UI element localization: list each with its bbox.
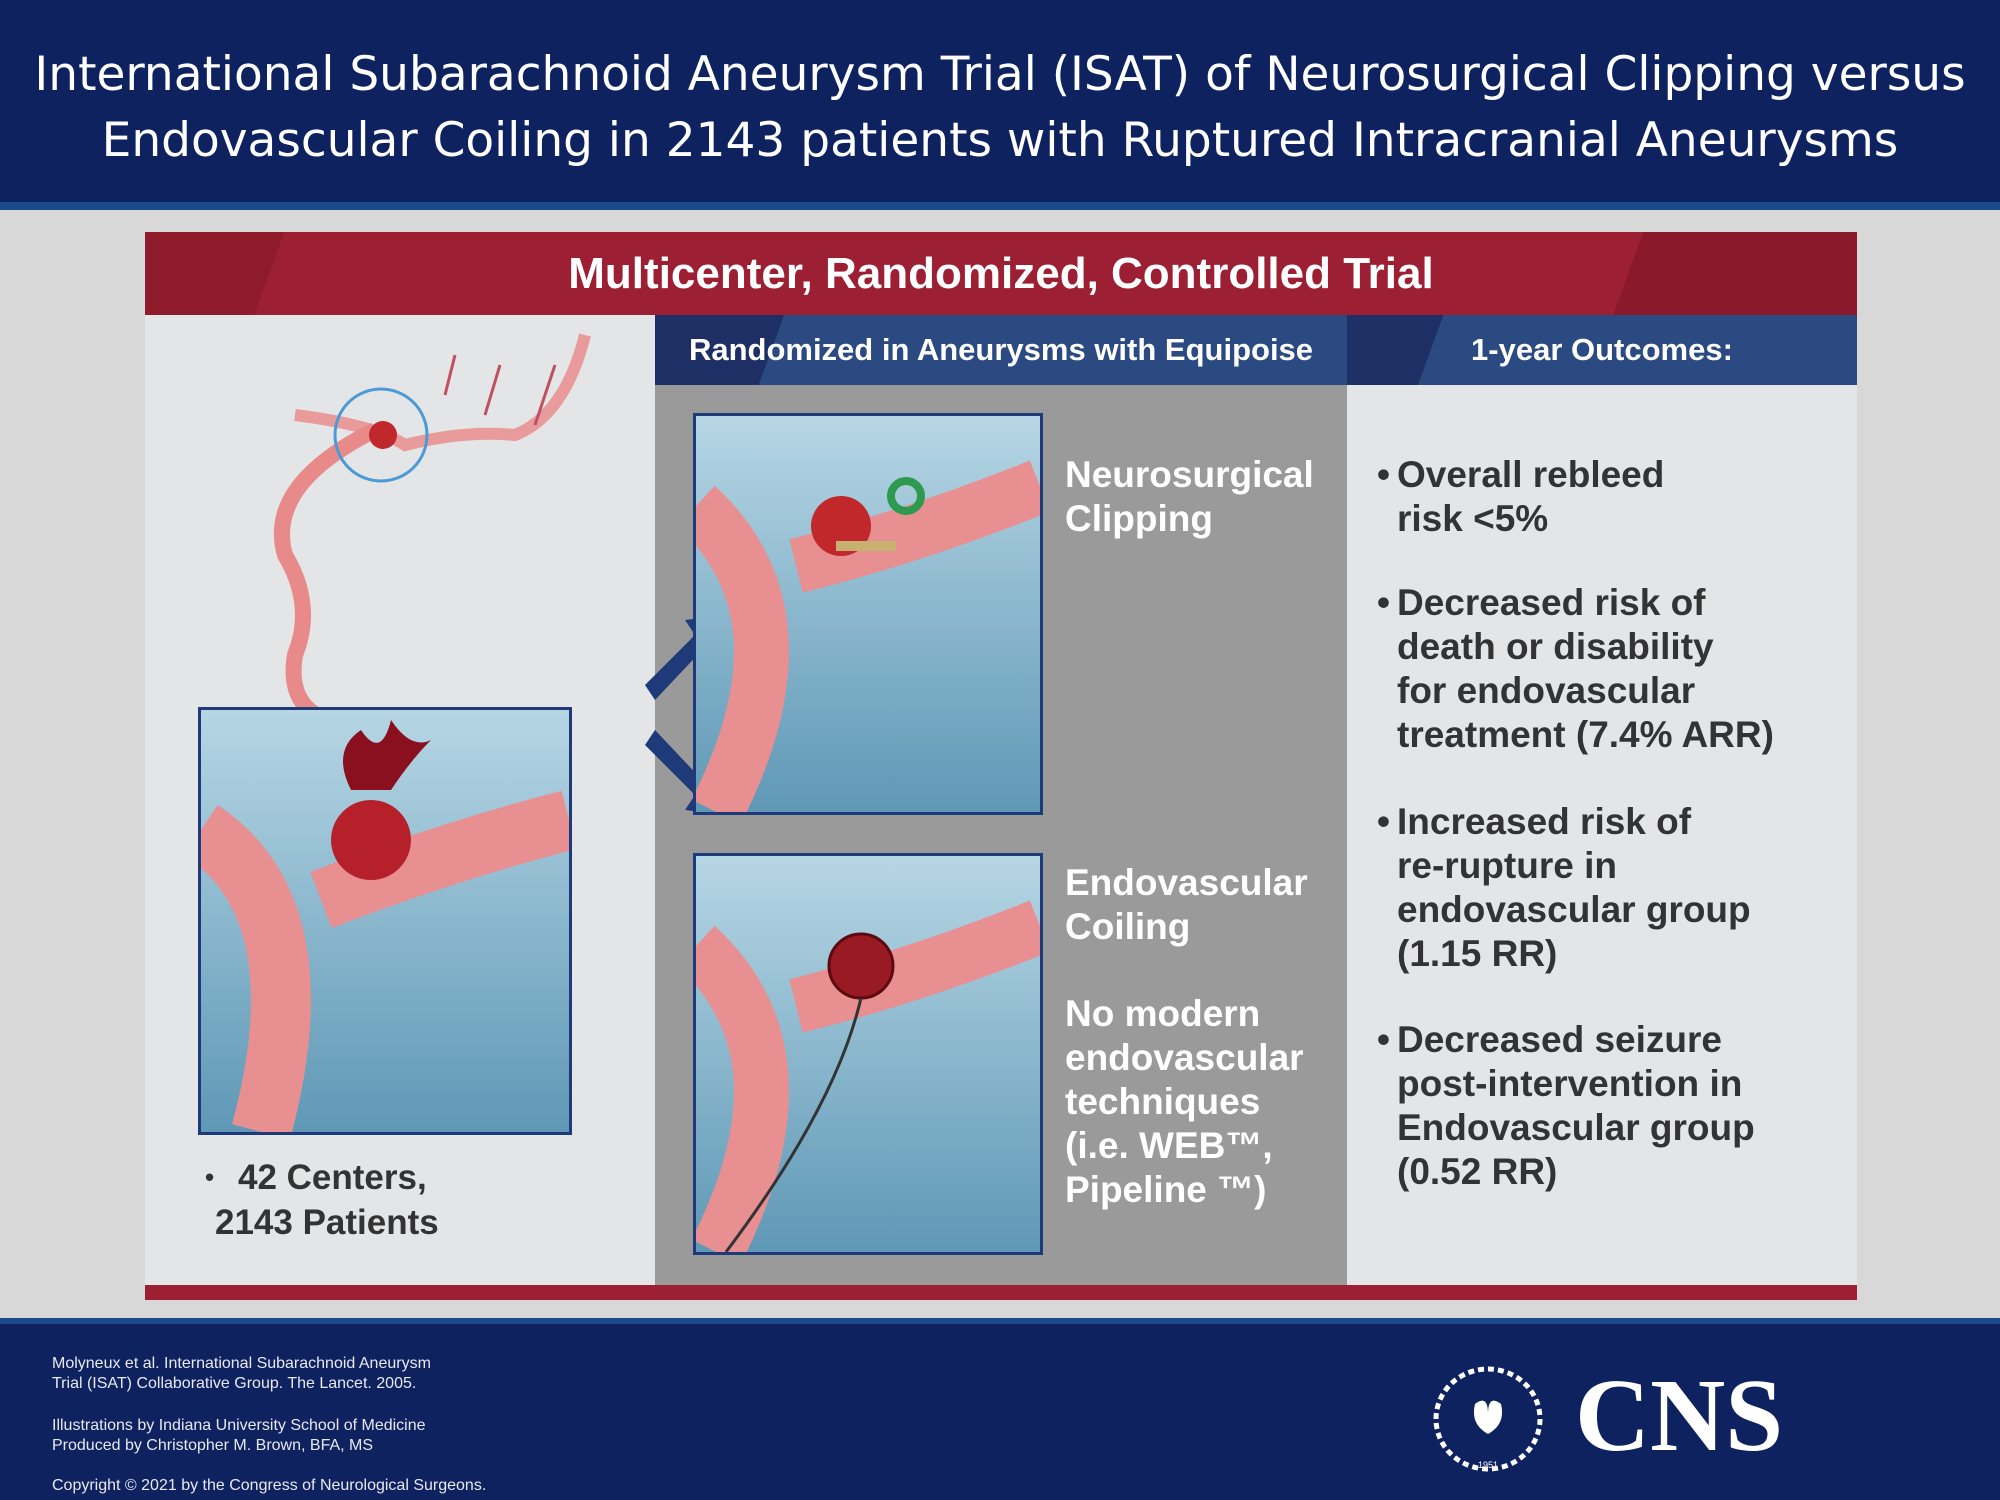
title-line-1: International Subarachnoid Aneurysm Tria… [34,47,1966,102]
ruptured-aneurysm-illustration [183,707,577,1140]
clipping-label: Neurosurgical Clipping [1065,454,1314,539]
coiling-illustration [676,853,1051,1265]
middle-column: Randomized in Aneurysms with Equipoise N… [645,315,1347,1285]
left-column: • 42 Centers, 2143 Patients [145,315,655,1285]
cns-wordmark: CNS [1575,1358,1784,1473]
citation: Molyneux et al. International Subarachno… [52,1355,431,1392]
coiling-label: Endovascular Coiling [1065,862,1308,947]
logo-year: 1951 [1478,1460,1498,1470]
laurel-emblem-icon: 1951 [1433,1366,1543,1472]
copyright: Copyright © 2021 by the Congress of Neur… [52,1477,487,1494]
footer: Molyneux et al. International Subarachno… [0,1318,2000,1500]
trial-type-banner: Multicenter, Randomized, Controlled Tria… [145,232,1857,315]
centers-patients: • 42 Centers, 2143 Patients [205,1158,439,1242]
infographic-panel: Multicenter, Randomized, Controlled Tria… [145,232,1857,1300]
cns-logo: 1951 CNS [1430,1358,1830,1474]
title-line-2: Endovascular Coiling in 2143 patients wi… [101,113,1899,168]
randomized-heading: Randomized in Aneurysms with Equipoise [655,315,1347,385]
clipping-illustration [676,413,1051,825]
title-header: International Subarachnoid Aneurysm Tria… [0,0,2000,210]
outcomes-heading: 1-year Outcomes: [1347,315,1857,385]
bottom-bar [145,1285,1857,1300]
credits: Illustrations by Indiana University Scho… [52,1417,426,1454]
coiling-note: No modern endovascular techniques (i.e. … [1065,993,1304,1210]
